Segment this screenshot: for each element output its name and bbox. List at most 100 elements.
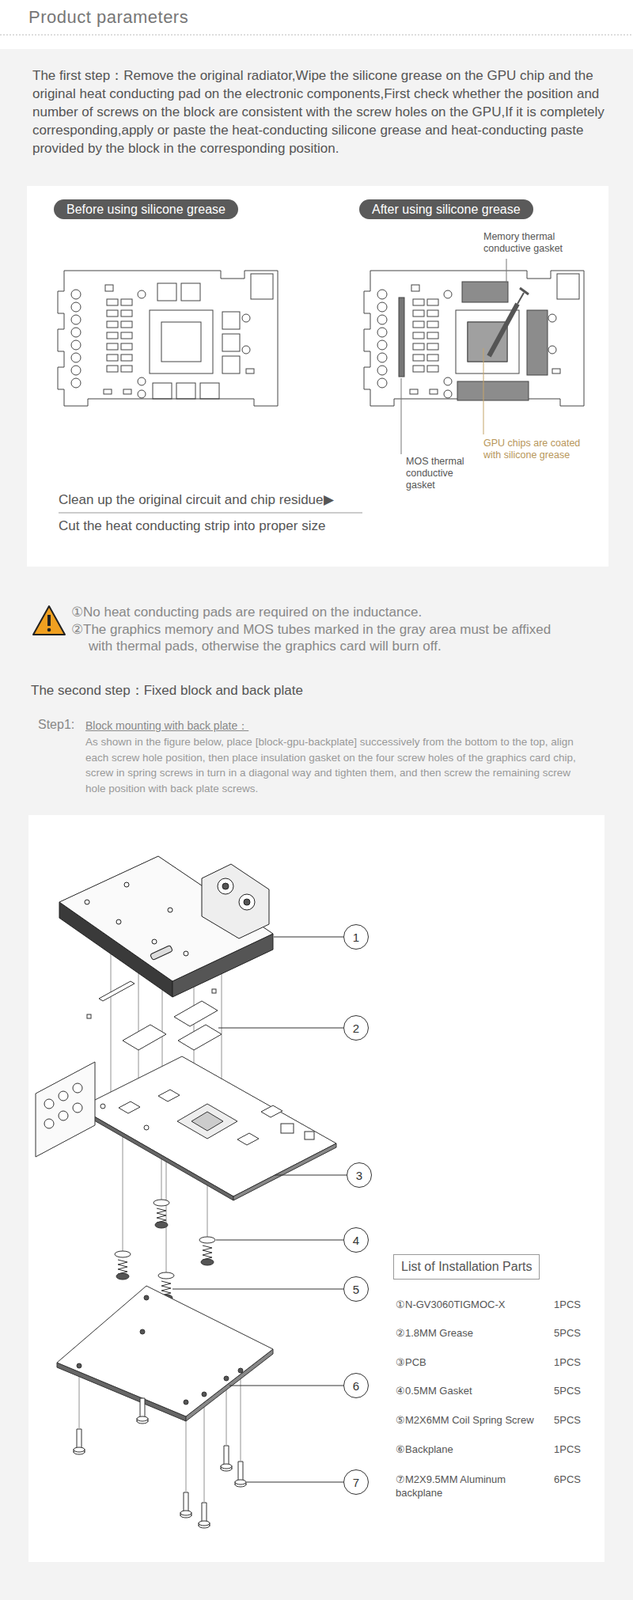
part-name: ⑥Backplane (395, 1442, 550, 1456)
part-quantity: 1PCS (553, 1355, 602, 1369)
pcb (261, 1105, 283, 1118)
thermal-pad (398, 281, 548, 401)
callout-number: 3 (346, 1162, 372, 1188)
intro-text: The first step：Remove the original radia… (32, 66, 607, 158)
warning-icon (33, 606, 65, 635)
callout-text: 6 (352, 1379, 360, 1393)
water-block (59, 856, 273, 997)
alignment-line (122, 1123, 124, 1251)
pcb (72, 1083, 83, 1093)
background (26, 185, 609, 567)
part-label: MOS thermal conductive gasket (405, 455, 486, 492)
pcb (79, 1107, 234, 1201)
part-name: ②1.8MM Grease (395, 1326, 550, 1340)
pcb (191, 1111, 224, 1131)
backplate (76, 1363, 82, 1369)
callout-number: 5 (343, 1276, 369, 1302)
backplate-screw (73, 1428, 85, 1455)
pcb (44, 1099, 54, 1109)
background (0, 49, 633, 1600)
step-heading: The second step：Fixed block and back pla… (30, 682, 585, 700)
pcb (233, 1143, 337, 1201)
callout-number: 4 (343, 1227, 369, 1253)
part-quantity: 6PCS (553, 1472, 602, 1486)
alignment-line (79, 1372, 80, 1429)
backplate-screw (220, 1445, 232, 1471)
step-note: Cut the heat conducting strip into prope… (58, 517, 407, 535)
alignment-line (138, 969, 140, 1088)
spring-screw (153, 1199, 170, 1229)
callout-text: 3 (356, 1168, 363, 1183)
leader-line (172, 936, 347, 1483)
thermal-pad (517, 292, 524, 304)
backplate (140, 1329, 145, 1335)
step-number: Step1: (37, 716, 86, 733)
warning-text: ②The graphics memory and MOS tubes marke… (71, 621, 568, 655)
thermal-pad (212, 989, 217, 994)
pcb (35, 1056, 337, 1201)
background (0, 34, 633, 36)
part-name: ④0.5MM Gasket (395, 1383, 550, 1398)
pcb (144, 1125, 149, 1130)
water-block (183, 951, 189, 956)
backplate-screw (235, 1461, 247, 1487)
pcb (158, 1089, 180, 1102)
alignment-line (240, 1376, 242, 1461)
thermal-pad (519, 288, 529, 295)
thermal-pad (457, 381, 529, 401)
spring-screw (114, 1199, 216, 1301)
thermal-pad (87, 1014, 91, 1019)
alignment-line (166, 1147, 167, 1273)
callout-text: 2 (352, 1021, 360, 1035)
backplate (56, 1285, 273, 1417)
leader-line (401, 378, 402, 455)
thermal-pad (467, 322, 508, 362)
callout-text: 7 (352, 1475, 360, 1490)
pcb-drawing (363, 270, 584, 406)
callout-text: 4 (352, 1233, 360, 1248)
alignment-line (79, 953, 241, 1502)
backplate (56, 1285, 273, 1422)
pcb (100, 1103, 106, 1109)
leader-line (274, 1175, 347, 1176)
table-header: List of Installation Parts (401, 1259, 532, 1274)
pcb (177, 1103, 238, 1139)
part-quantity: 5PCS (553, 1383, 602, 1398)
thermal-pad (98, 981, 135, 1001)
part-quantity: 1PCS (553, 1297, 602, 1312)
step-note: Clean up the original circuit and chip r… (58, 491, 407, 509)
alignment-line (110, 953, 112, 1104)
part-name: ①N-GV3060TIGMOC-X (395, 1297, 550, 1312)
pcb (35, 1061, 95, 1157)
leader-line (172, 1288, 344, 1290)
callout-number: 6 (343, 1372, 369, 1399)
pcb (280, 1123, 294, 1134)
water-block (217, 878, 234, 895)
thermal-pad (174, 1000, 218, 1027)
water-block (150, 944, 174, 960)
thermal-pad (87, 981, 222, 1050)
callout-number: 1 (343, 924, 369, 950)
step-pill: After using silicone grease (359, 199, 534, 220)
spring-screw (199, 1236, 216, 1266)
pill-text: Before using silicone grease (66, 202, 226, 217)
water-block (124, 882, 129, 887)
water-block (201, 864, 270, 939)
alignment-line (162, 981, 163, 1077)
spring-screw (114, 1250, 131, 1280)
pcb (44, 1118, 54, 1129)
leader-line (58, 512, 363, 514)
backplate-screw (180, 1492, 192, 1518)
pcb (118, 1101, 141, 1114)
water-block (151, 939, 157, 944)
callout-number: 2 (343, 1015, 369, 1041)
part-name: ③PCB (395, 1355, 550, 1369)
pill-text: After using silicone grease (371, 202, 521, 217)
warning-icon (47, 614, 51, 626)
part-quantity: 5PCS (553, 1326, 602, 1340)
leader-line (246, 1482, 344, 1483)
page-title: Product parameters (28, 6, 189, 29)
callout-number: 7 (343, 1469, 369, 1495)
thermal-pad (122, 1024, 167, 1050)
